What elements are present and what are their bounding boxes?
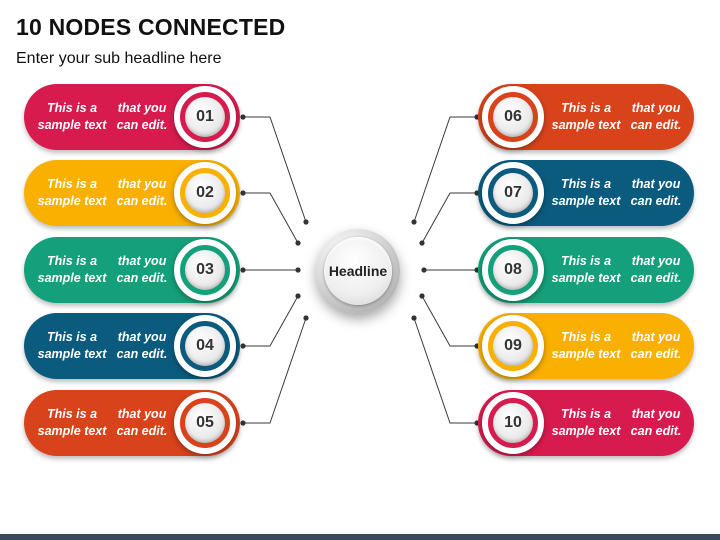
node-text-line1: This is a sample text — [551, 177, 621, 208]
connector-dot — [419, 293, 425, 299]
page-title: 10 NODES CONNECTED — [16, 14, 286, 40]
node-badge: 02 — [174, 162, 236, 224]
connector-dot — [421, 267, 427, 273]
connector-dot — [240, 267, 246, 273]
node-text: This is a sample text that you can edit. — [548, 84, 688, 150]
connector-dot — [295, 267, 301, 273]
connector-dot — [411, 315, 417, 321]
node-text: This is a sample text that you can edit. — [34, 313, 174, 379]
node-number: 06 — [493, 97, 533, 137]
node-text: This is a sample text that you can edit. — [548, 160, 688, 226]
node-badge: 08 — [482, 239, 544, 301]
connector-dot — [295, 293, 301, 299]
node-text: This is a sample text that you can edit. — [548, 237, 688, 303]
connector-line-right-9 — [421, 295, 477, 347]
node-text-line2: that you can edit. — [630, 330, 682, 361]
connector-line-left-5 — [243, 317, 307, 424]
node-number: 07 — [493, 173, 533, 213]
node-badge: 06 — [482, 86, 544, 148]
node-text-line2: that you can edit. — [116, 330, 168, 361]
connector-dot — [303, 315, 309, 321]
hub-label: Headline — [328, 263, 388, 279]
node-number: 03 — [185, 250, 225, 290]
node-number: 04 — [185, 326, 225, 366]
node-text-line1: This is a sample text — [37, 407, 107, 438]
footer-bar — [0, 534, 720, 540]
node-text: This is a sample text that you can edit. — [34, 160, 174, 226]
connector-dot — [411, 219, 417, 225]
node-text-line1: This is a sample text — [37, 177, 107, 208]
node-text: This is a sample text that you can edit. — [34, 84, 174, 150]
node-text: This is a sample text that you can edit. — [548, 390, 688, 456]
connector-line-right-10 — [413, 317, 477, 424]
node-number: 09 — [493, 326, 533, 366]
node-badge: 01 — [174, 86, 236, 148]
connector-dot — [419, 240, 425, 246]
node-text-line1: This is a sample text — [551, 254, 621, 285]
connector-line-right-6 — [413, 116, 477, 223]
connector-dot — [303, 219, 309, 225]
node-text: This is a sample text that you can edit. — [34, 237, 174, 303]
node-text-line2: that you can edit. — [116, 254, 168, 285]
node-text-line2: that you can edit. — [116, 101, 168, 132]
node-badge: 09 — [482, 315, 544, 377]
node-badge: 10 — [482, 392, 544, 454]
node-number: 01 — [185, 97, 225, 137]
connector-line-left-1 — [243, 116, 307, 223]
node-text-line2: that you can edit. — [630, 254, 682, 285]
hub-ring: Headline — [316, 229, 400, 313]
connector-dot — [240, 420, 246, 426]
node-text: This is a sample text that you can edit. — [548, 313, 688, 379]
node-text-line2: that you can edit. — [116, 407, 168, 438]
node-number: 05 — [185, 403, 225, 443]
node-number: 08 — [493, 250, 533, 290]
connector-line-left-2 — [243, 192, 299, 244]
node-text-line2: that you can edit. — [630, 407, 682, 438]
node-number: 02 — [185, 173, 225, 213]
connector-dot — [240, 190, 246, 196]
hub-button: Headline — [324, 237, 392, 305]
node-text-line2: that you can edit. — [116, 177, 168, 208]
connector-dot — [295, 240, 301, 246]
node-badge: 05 — [174, 392, 236, 454]
node-number: 10 — [493, 403, 533, 443]
node-text-line2: that you can edit. — [630, 101, 682, 132]
node-text: This is a sample text that you can edit. — [34, 390, 174, 456]
node-text-line1: This is a sample text — [37, 330, 107, 361]
node-text-line1: This is a sample text — [551, 330, 621, 361]
page-subtitle: Enter your sub headline here — [16, 50, 222, 67]
connector-line-left-4 — [243, 295, 299, 347]
node-text-line1: This is a sample text — [551, 407, 621, 438]
connector-line-right-7 — [421, 192, 477, 244]
node-text-line1: This is a sample text — [37, 101, 107, 132]
connector-dot — [240, 343, 246, 349]
node-badge: 03 — [174, 239, 236, 301]
node-text-line1: This is a sample text — [37, 254, 107, 285]
central-hub[interactable]: Headline — [302, 229, 418, 313]
connector-dot — [240, 114, 246, 120]
node-text-line1: This is a sample text — [551, 101, 621, 132]
node-text-line2: that you can edit. — [630, 177, 682, 208]
node-badge: 07 — [482, 162, 544, 224]
node-badge: 04 — [174, 315, 236, 377]
